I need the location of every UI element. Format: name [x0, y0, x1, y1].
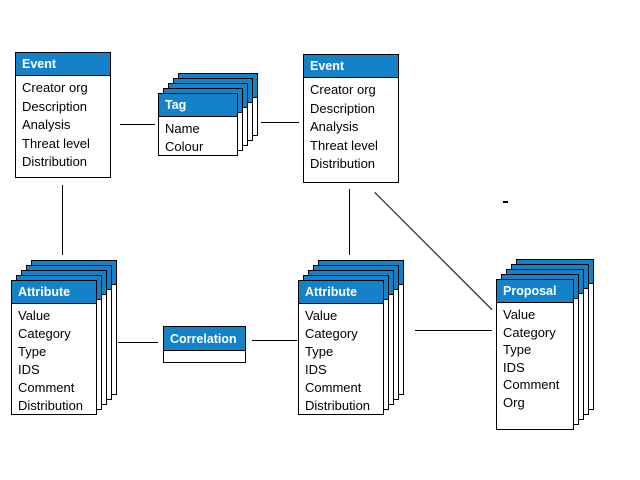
entity-event-right-fields: Creator org Description Analysis Threat …	[304, 78, 398, 174]
field-label: Value	[305, 308, 338, 323]
field-label: Distribution	[305, 398, 371, 413]
field-label: Description	[22, 98, 88, 114]
entity-tag-fields: Name Colour	[159, 117, 237, 156]
field-label: Comment	[305, 380, 362, 395]
connector-attribute-middle-proposal	[415, 330, 492, 331]
entity-event-left-title: Event	[16, 53, 110, 76]
entity-correlation: Correlation	[163, 326, 246, 363]
connector-attribute-left-correlation	[118, 342, 158, 343]
entity-event-left: Event Creator org Description Analysis T…	[15, 52, 111, 178]
field-label: IDS	[18, 362, 40, 377]
connector-event-left-attribute-left	[62, 185, 63, 255]
entity-attribute-left-fields: Value Category Type IDS Comment Distribu…	[12, 304, 96, 415]
entity-correlation-fields	[164, 351, 245, 354]
entity-attribute-middle-title: Attribute	[299, 281, 383, 304]
field-label: Threat level	[22, 135, 90, 151]
entity-tag-title: Tag	[159, 94, 237, 117]
entity-attribute-left-title: Attribute	[12, 281, 96, 304]
entity-proposal: Proposal Value Category Type IDS Comment…	[496, 279, 574, 430]
field-label: Value	[503, 307, 536, 322]
field-label: IDS	[503, 359, 525, 375]
entity-proposal-fields: Value Category Type IDS Comment Org	[497, 303, 573, 411]
entity-tag: Tag Name Colour	[158, 93, 238, 156]
field-label: Category	[18, 326, 71, 341]
field-label: IDS	[305, 362, 327, 377]
entity-attribute-middle-fields: Value Category Type IDS Comment Distribu…	[299, 304, 383, 415]
connector-event-left-tag	[120, 124, 155, 125]
stray-mark	[503, 201, 508, 203]
entity-attribute-left: Attribute Value Category Type IDS Commen…	[11, 280, 97, 415]
connector-tag-event-right	[261, 122, 299, 123]
field-label: Comment	[503, 377, 560, 392]
field-label: Org	[503, 394, 525, 410]
entity-attribute-middle: Attribute Value Category Type IDS Commen…	[298, 280, 384, 415]
connector-event-right-attribute-middle	[349, 189, 350, 255]
field-label: Analysis	[22, 117, 71, 132]
field-label: Colour	[165, 139, 204, 154]
field-label: Distribution	[310, 156, 376, 171]
entity-event-right-title: Event	[304, 55, 398, 78]
field-label: Threat level	[310, 137, 378, 153]
field-label: Type	[18, 344, 47, 359]
field-label: Category	[305, 326, 358, 341]
field-label: Value	[18, 308, 51, 323]
field-label: Distribution	[18, 398, 84, 413]
field-label: Type	[305, 344, 334, 359]
field-label: Distribution	[22, 154, 88, 169]
field-label: Category	[503, 324, 556, 340]
entity-proposal-title: Proposal	[497, 280, 573, 303]
field-label: Comment	[18, 380, 75, 395]
field-label: Creator org	[22, 80, 88, 95]
field-label: Creator org	[310, 82, 376, 97]
field-label: Description	[310, 100, 376, 116]
field-label: Type	[503, 342, 532, 357]
connector-correlation-attribute-middle	[252, 340, 297, 341]
field-label: Name	[165, 121, 200, 136]
entity-correlation-title: Correlation	[164, 327, 245, 351]
entity-event-left-fields: Creator org Description Analysis Threat …	[16, 76, 110, 172]
field-label: Analysis	[310, 119, 359, 134]
entity-event-right: Event Creator org Description Analysis T…	[303, 54, 399, 183]
